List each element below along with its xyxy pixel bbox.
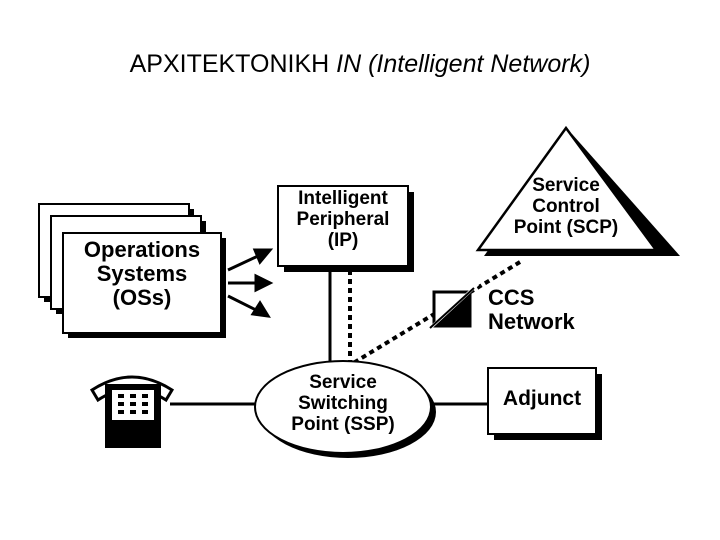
adjunct-box: [487, 367, 602, 440]
ssp-ellipse: [254, 360, 436, 458]
ip-box: [277, 185, 414, 272]
os-stack: [38, 203, 226, 338]
ccs-network-icon: [424, 282, 480, 334]
ccs-label: CCS Network: [488, 285, 575, 335]
connections: [170, 260, 522, 406]
diagram-title: ΑΡΧΙΤΕΚΤΟΝΙΚΗ IN (Intelligent Network): [0, 50, 720, 79]
arrow-icon: [227, 248, 274, 318]
os-label: Operations Systems (OSs): [83, 237, 201, 311]
telephone-icon: [89, 375, 175, 448]
title-italic: IN (Intelligent Network): [336, 50, 591, 78]
adjunct-label: Adjunct: [502, 387, 582, 410]
scp-label: Service Control Point (SCP): [513, 175, 619, 238]
title-main: ΑΡΧΙΤΕΚΤΟΝΙΚΗ: [129, 50, 330, 78]
scp-triangle: [475, 125, 680, 256]
ip-label: Intelligent Peripheral (IP): [296, 188, 390, 251]
ssp-label: Service Switching Point (SSP): [291, 372, 395, 435]
